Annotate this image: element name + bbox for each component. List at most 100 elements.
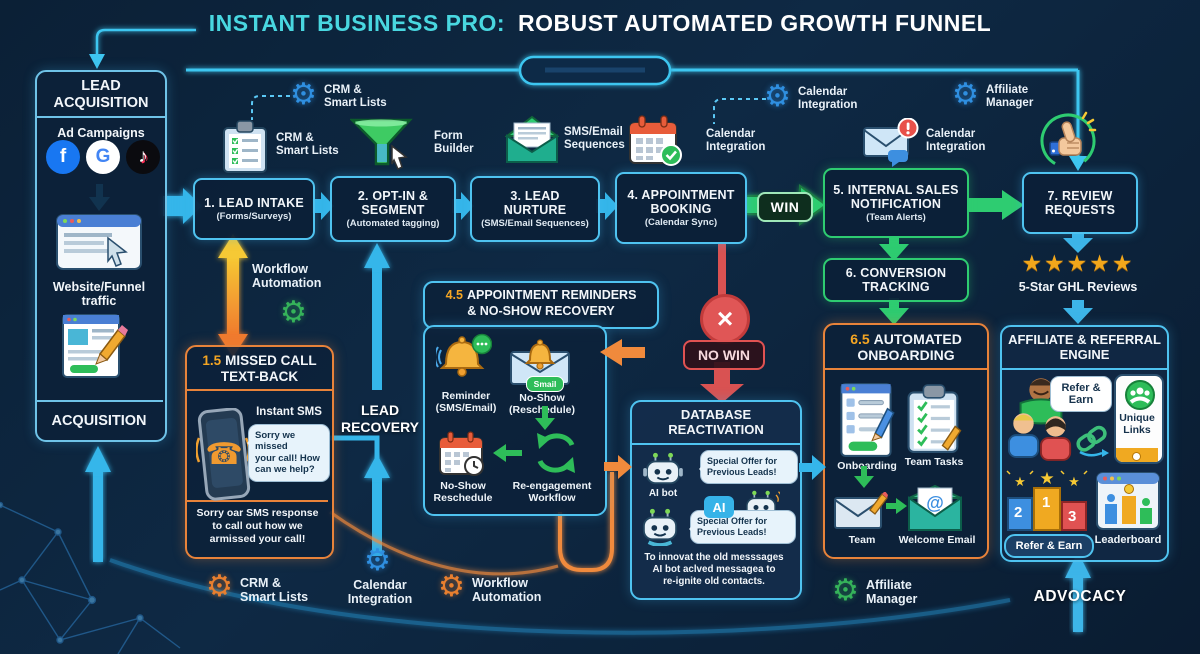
database-title: DATABASE REACTIVATION [632, 402, 800, 445]
cross-glyph: × [716, 303, 734, 334]
step-box-appointment-booking: 4. APPOINTMENT BOOKING (Calendar Sync) [615, 172, 747, 244]
podium-star: ★ [1068, 474, 1080, 489]
reschedule-label: No-Show Reschedule [433, 480, 493, 505]
step-box-lead-intake: 1. LEAD INTAKE (Forms/Surveys) [193, 178, 315, 240]
step3-tool-label: SMS/Email Sequences [564, 126, 625, 152]
step-box-review-requests: 7. REVIEW REQUESTS [1022, 172, 1138, 234]
referral-podium-icon: ★ ★ ★ 2 1 3 [1006, 470, 1088, 532]
funnel-icon [350, 118, 413, 171]
gear-icon: ⚙ [764, 80, 791, 113]
missed-call-footer: Sorry oar SMS response to call out how w… [187, 500, 328, 557]
leaderboard-icon [1096, 472, 1160, 530]
step4-sub: (Calendar Sync) [644, 217, 718, 228]
step2-sub: (Automated tagging) [346, 218, 440, 229]
podium-star: ★ [1014, 474, 1026, 489]
gear-icon: ⚙ [438, 570, 465, 603]
title-brand: INSTANT BUSINESS PRO: [208, 10, 506, 36]
missed-call-sms-bubble: Sorry we missed your call! How can we he… [247, 424, 330, 482]
no-show-label: No-Show (Reschedule) [509, 392, 575, 417]
team-label: Team [848, 534, 876, 546]
facebook-glyph: f [59, 146, 67, 167]
team-tasks-clipboard-icon [907, 384, 962, 453]
people-badge-icon [1125, 380, 1155, 410]
clipboard-icon [223, 120, 267, 173]
affiliate-title: AFFILIATE & REFERRAL ENGINE [1002, 327, 1167, 370]
google-glyph: G [95, 146, 111, 167]
refer-earn-bubble: Refer & Earn [1050, 376, 1112, 412]
instant-sms-label: Instant SMS [256, 406, 322, 418]
step2-title: 2. OPT-IN & SEGMENT [357, 189, 429, 217]
win-badge: WIN [757, 192, 813, 222]
affiliate-manager-top-label: Affiliate Manager [986, 84, 1034, 110]
unique-links-phone-card: Unique Links [1114, 374, 1164, 464]
re-engagement-workflow-icon [537, 433, 575, 473]
onboarding-label: Onboarding [837, 460, 897, 472]
step7-title: 7. REVIEW REQUESTS [1044, 189, 1116, 217]
step5-sub: (Team Alerts) [866, 212, 926, 223]
podium-rank-1: 1 [1042, 494, 1051, 511]
tiktok-glyph: ♪ [138, 146, 148, 167]
website-browser-icon [56, 214, 142, 270]
onboarding-form-icon [840, 383, 895, 457]
gear-icon: ⚙ [206, 570, 233, 603]
crm-smart-lists-bottom-label: CRM & Smart Lists [240, 576, 309, 605]
team-envelope-icon [834, 492, 888, 529]
thumbs-up-icon [1040, 111, 1097, 169]
acquisition-footer: ACQUISITION [35, 400, 163, 440]
no-win-label: NO WIN [697, 347, 751, 363]
ad-campaigns-label: Ad Campaigns [57, 126, 145, 140]
gear-icon: ⚙ [280, 296, 307, 329]
workflow-automation-bottom-label: Workflow Automation [472, 576, 542, 605]
refer-earn-pill: Refer & Earn [1004, 534, 1094, 558]
title-rest: ROBUST AUTOMATED GROWTH FUNNEL [517, 10, 992, 36]
step3-sub: (SMS/Email Sequences) [481, 218, 589, 229]
podium-rank-2: 2 [1014, 504, 1023, 521]
tiktok-icon: ♪ [126, 140, 160, 174]
step-box-conversion-tracking: 6. CONVERSION TRACKING [823, 258, 969, 302]
google-icon: G [86, 140, 120, 174]
unique-link-icon [1076, 425, 1109, 457]
workflow-automation-mid-label: Workflow Automation [252, 262, 322, 291]
crm-smart-lists-top-label: CRM & Smart Lists [324, 84, 387, 110]
database-footer-text: To innovat the old messsages AI bot aclv… [644, 552, 784, 588]
calendar-integration-bottom-label: Calendar Integration [347, 578, 413, 607]
handset-glyph: ☎ [205, 438, 242, 471]
ai-bot-label: AI bot [648, 488, 678, 499]
welcome-email-label: Welcome Email [898, 534, 976, 546]
ai-bot-icon [642, 508, 678, 546]
refer-earn-pill-label: Refer & Earn [1015, 540, 1083, 552]
calendar-check-icon [629, 115, 682, 166]
phone-card-footer [1116, 448, 1158, 462]
re-engagement-label: Re-engagement Workflow [512, 480, 592, 505]
no-win-x-icon: × [700, 294, 750, 344]
facebook-icon: f [46, 140, 80, 174]
open-envelope-icon [505, 115, 559, 163]
no-show-reschedule-calendar-icon [439, 431, 484, 476]
website-traffic-label: Website/Funnel traffic [52, 280, 146, 308]
onboarding-number: 6.5 [850, 331, 870, 347]
team-tasks-label: Team Tasks [904, 456, 964, 468]
gear-icon: ⚙ [290, 78, 317, 111]
leaderboard-label: Leaderboard [1094, 534, 1162, 546]
step5-title: 5. INTERNAL SALES NOTIFICATION [833, 183, 959, 211]
ai-bot-icon [643, 452, 683, 485]
gear-icon: ⚙ [952, 78, 979, 111]
smail-badge-label: Smail [533, 379, 557, 389]
lead-recovery-label: LEAD RECOVERY [340, 402, 420, 435]
win-label: WIN [770, 199, 800, 215]
step1-title: 1. LEAD INTAKE [204, 196, 304, 210]
alert-envelope-icon [863, 118, 919, 167]
advocacy-label: ADVOCACY [1033, 588, 1127, 605]
gear-icon: ⚙ [364, 544, 391, 577]
smail-badge: Smail [526, 376, 564, 392]
podium-star: ★ [1039, 470, 1054, 488]
at-glyph: @ [926, 493, 944, 513]
ai-chip-label: AI [712, 499, 726, 515]
no-win-badge: NO WIN [683, 340, 765, 370]
step2-tool-label: Form Builder [434, 130, 474, 156]
